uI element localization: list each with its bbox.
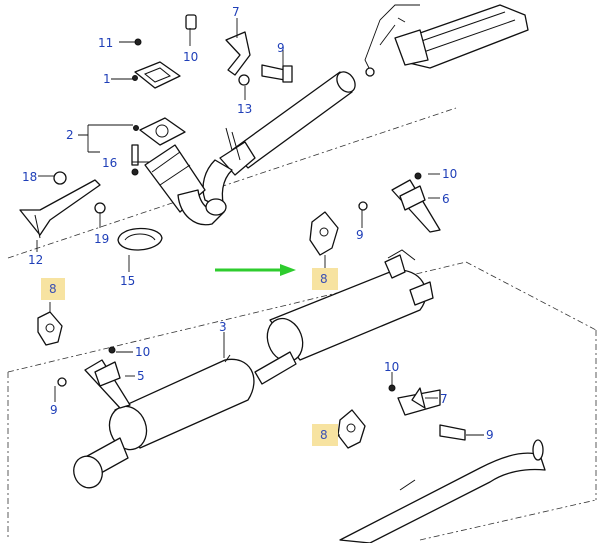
- heat-shield-bracket: [19, 171, 106, 239]
- rear-muffler: [266, 249, 434, 363]
- callout-8-center: 8: [320, 272, 328, 286]
- callout-2: 2: [66, 128, 74, 142]
- bracket-top: [185, 14, 293, 86]
- green-arrow: [215, 264, 296, 276]
- front-exhaust-pipe: [202, 71, 356, 211]
- hanger-bracket-right: [358, 172, 441, 233]
- callout-5: 5: [137, 369, 145, 383]
- highlight-box-8-left: [41, 278, 65, 300]
- exhaust-clamp: [117, 227, 163, 251]
- intermediate-muffler: [73, 351, 297, 489]
- callout-9-mid: 9: [356, 228, 364, 242]
- callout-1: 1: [103, 72, 111, 86]
- callout-10-left: 10: [135, 345, 151, 359]
- flange-gasket: [134, 61, 181, 89]
- callout-7-top: 7: [232, 5, 240, 19]
- leader-lines: [36, 17, 484, 436]
- callout-19: 19: [94, 232, 110, 246]
- front-catalytic-converter: [364, 4, 529, 77]
- callout-13: 13: [237, 102, 253, 116]
- callout-8-left: 8: [49, 282, 57, 296]
- callout-18: 18: [22, 170, 38, 184]
- rubber-insulator-top: [309, 211, 339, 256]
- hanger-bracket-rear: [337, 384, 466, 449]
- callout-9-top: 9: [277, 41, 285, 55]
- callout-9-left: 9: [50, 403, 58, 417]
- catalytic-converter: [139, 117, 227, 226]
- callout-10-right: 10: [442, 167, 458, 181]
- callout-12: 12: [28, 253, 44, 267]
- callout-16: 16: [102, 156, 118, 170]
- callout-8-right: 8: [320, 428, 328, 442]
- callout-10-top: 10: [183, 50, 199, 64]
- callout-11: 11: [98, 36, 114, 50]
- callout-15: 15: [120, 274, 136, 288]
- hanger-bracket-left: [37, 311, 131, 409]
- callout-9-rear: 9: [486, 428, 494, 442]
- callout-7-rear: 7: [440, 392, 448, 406]
- fasteners-top-left: [131, 38, 142, 176]
- tail-pipe: [339, 439, 546, 544]
- callout-6: 6: [442, 192, 450, 206]
- highlight-box-8-right: [312, 424, 338, 446]
- callout-10-rear: 10: [384, 360, 400, 374]
- callout-3: 3: [219, 320, 227, 334]
- highlight-box-8-center: [312, 268, 338, 290]
